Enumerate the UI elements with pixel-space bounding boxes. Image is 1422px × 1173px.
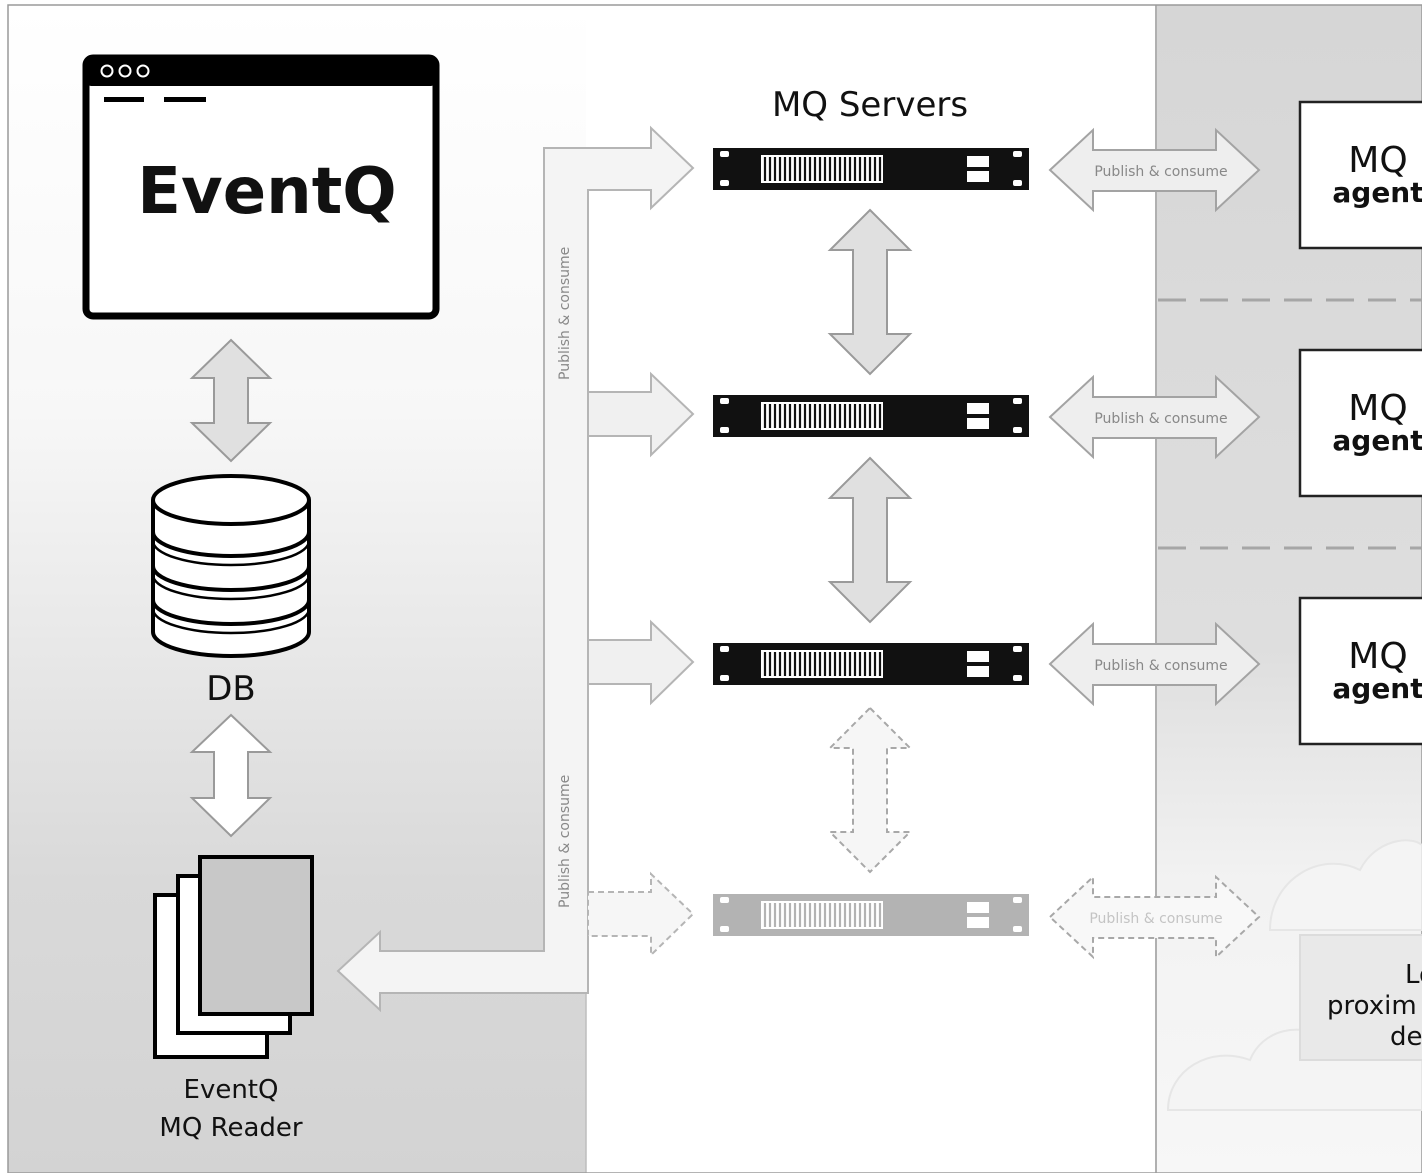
double-arrow-icon [1048,127,1261,707]
double-arrow-icon-dashed [1048,874,1261,960]
server-rack-icon [713,148,1029,190]
publish-consume-label: Publish & consume [1094,411,1227,427]
database-icon [151,474,311,658]
publish-consume-label: Publish & consume [1094,658,1227,674]
mq-servers-heading: MQ Servers [772,85,968,125]
publish-consume-label-faded: Publish & consume [1089,911,1222,927]
reader-label-line2: MQ Reader [159,1113,302,1143]
mq-agent-box: MQ agent [1298,348,1422,498]
location-box-line3: de [1390,1022,1422,1052]
publish-consume-label: Publish & consume [1094,164,1227,180]
browser-window-icon [82,54,440,320]
mq-agent-label: MQ [1348,388,1407,429]
mq-agent-box: MQ agent [1298,100,1422,250]
bus-label-top: Publish & consume [557,247,573,380]
location-box-line1: Lo [1405,960,1422,990]
mq-agent-box: MQ agent [1298,596,1422,746]
bus-branch-arrow-dashed [587,871,695,958]
app-title: EventQ [137,155,396,229]
mq-agent-sublabel: agent [1332,672,1422,705]
server-rack-icon [713,395,1029,437]
double-arrow-icon [189,338,273,463]
documents-icon [153,855,314,1059]
location-box: Lo proxim de [1299,934,1422,1061]
location-box-line2: proxim [1327,991,1417,1021]
bus-label-bottom: Publish & consume [557,775,573,908]
mq-agent-label: MQ [1348,140,1407,181]
double-arrow-icon [189,713,273,838]
db-label: DB [206,669,256,709]
mq-agent-sublabel: agent [1332,424,1422,457]
double-arrow-icon-dashed [827,706,913,874]
outer-frame [7,4,1422,1173]
reader-label-line1: EventQ [184,1075,279,1105]
double-arrow-icon [827,208,913,624]
mq-agent-sublabel: agent [1332,176,1422,209]
mq-agent-label: MQ [1348,636,1407,677]
bus-branch-arrows [587,371,695,706]
server-rack-icon-faded [713,894,1029,936]
server-rack-icon [713,643,1029,685]
bus-arrow [336,125,695,1013]
